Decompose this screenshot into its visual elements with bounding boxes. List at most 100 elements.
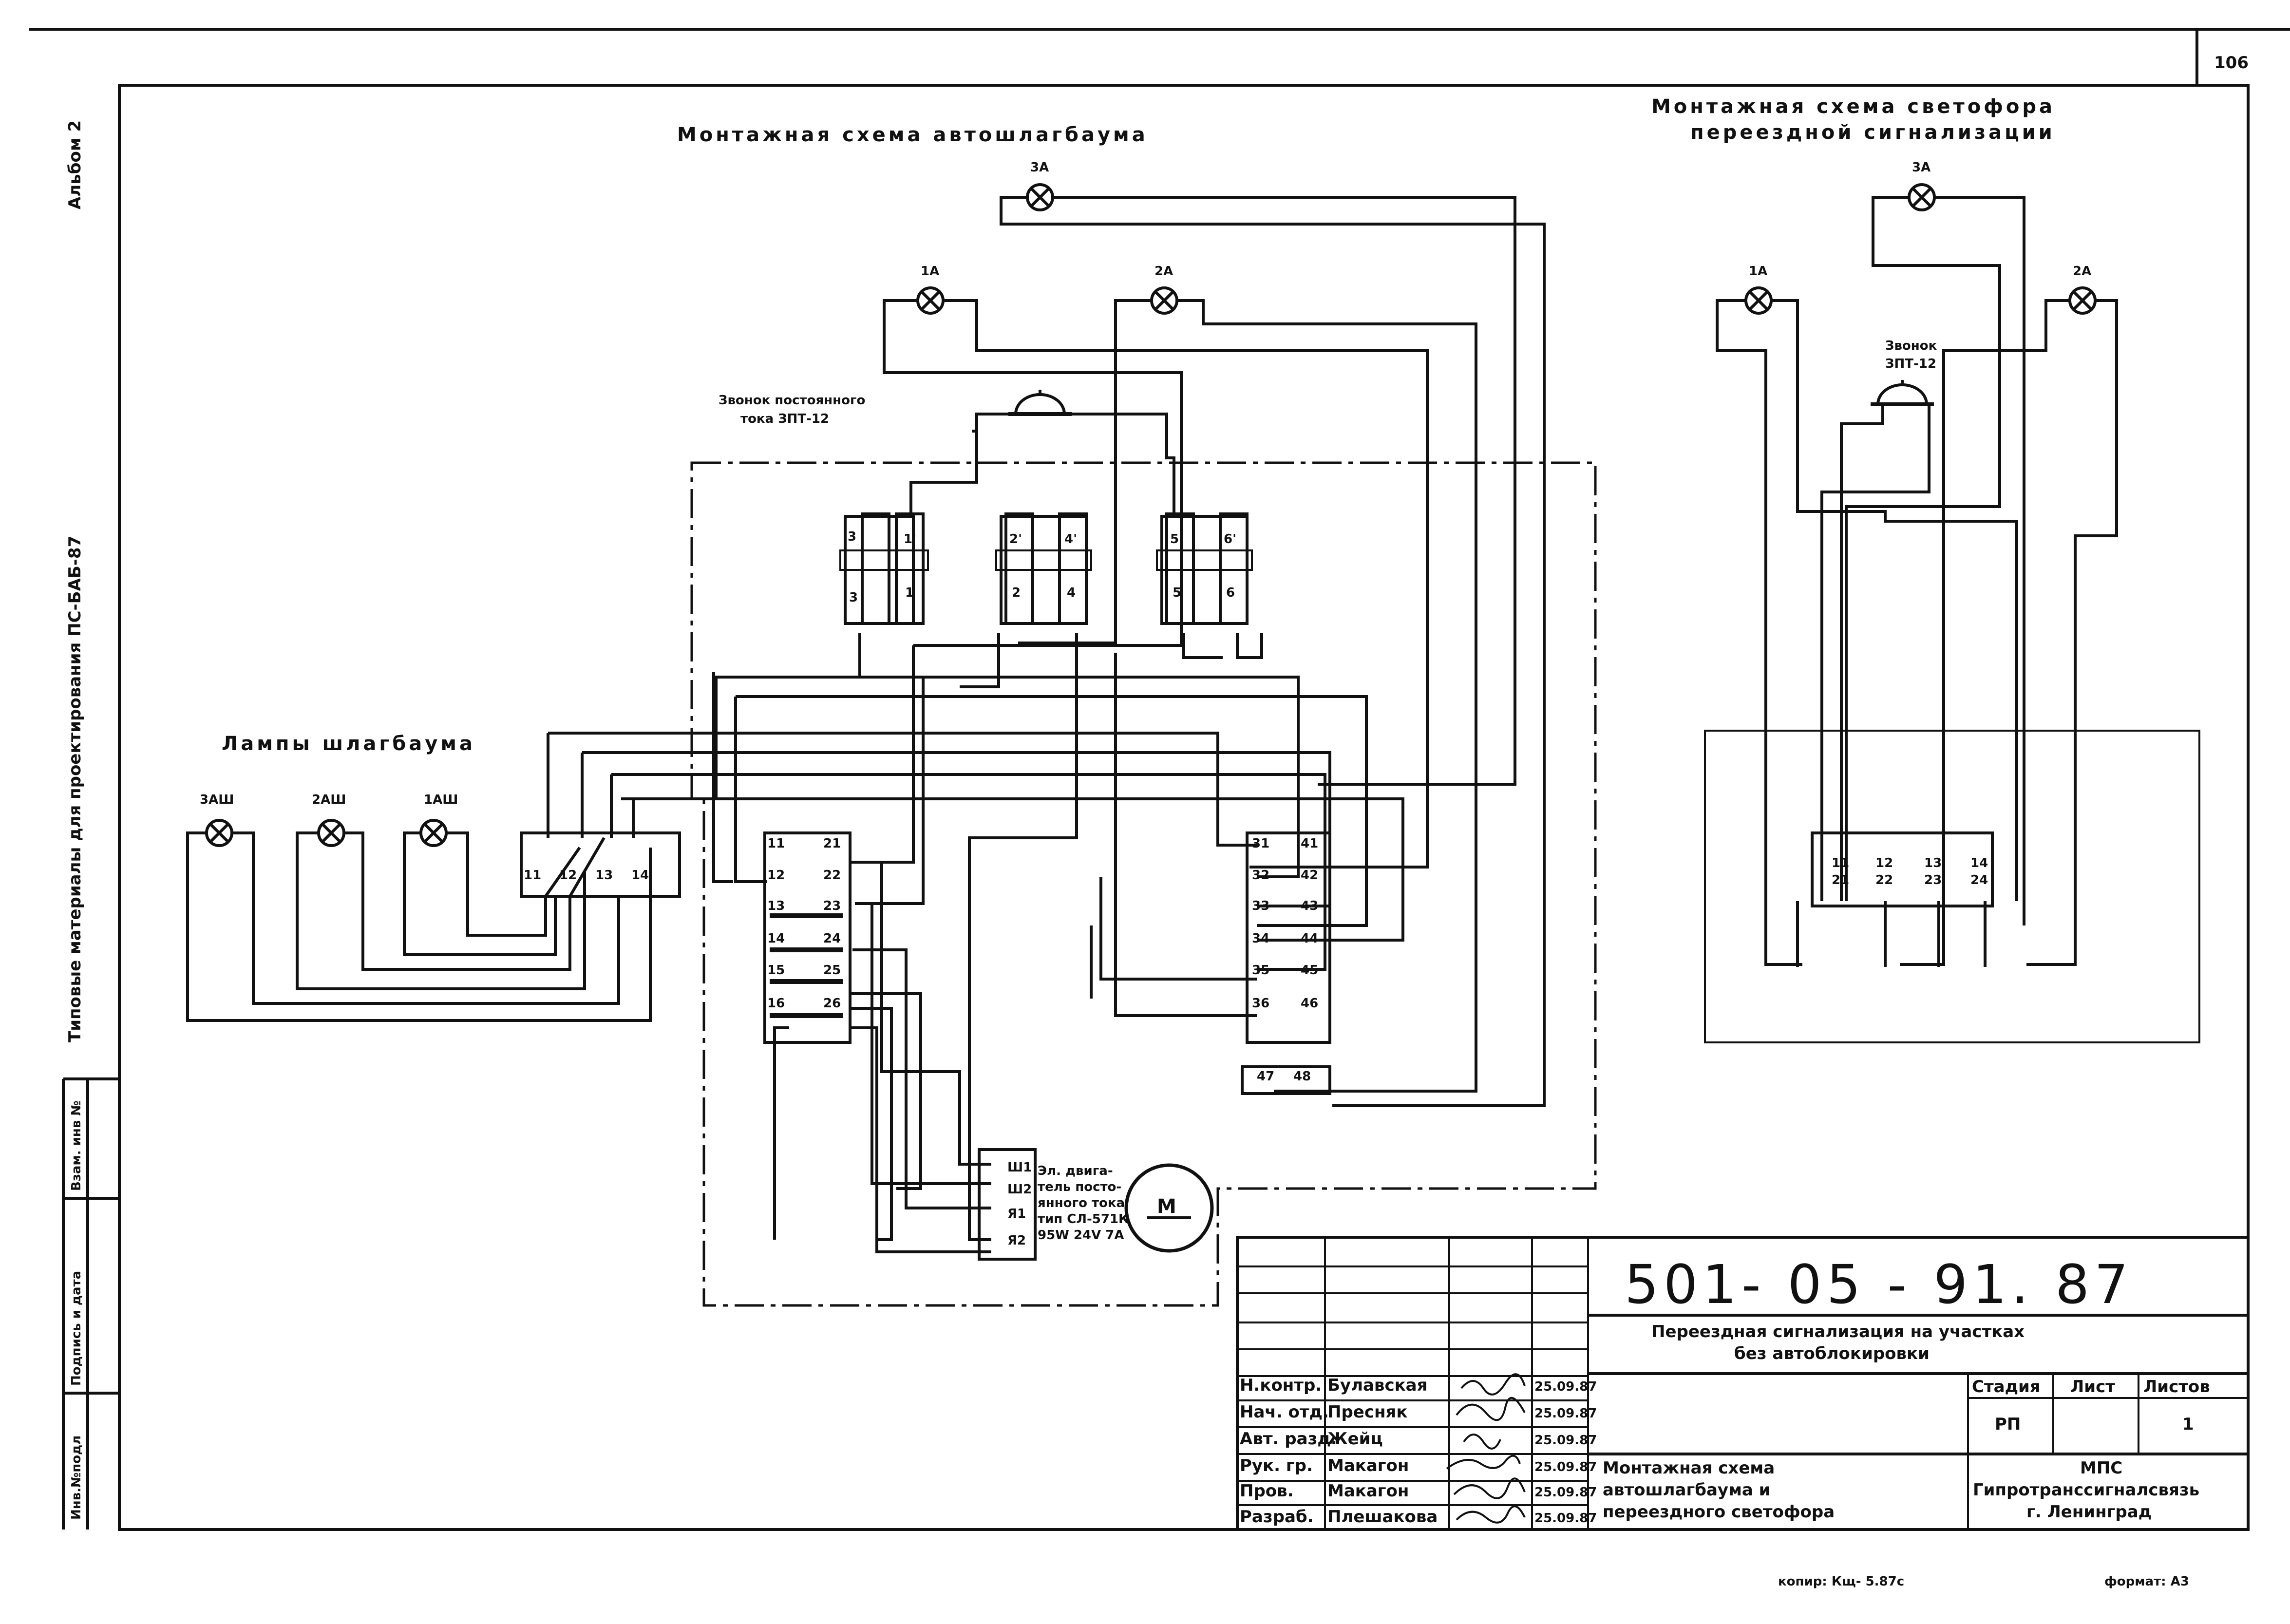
format-mark: формат: А3	[2104, 1574, 2189, 1589]
stage-value: РП	[1995, 1415, 2021, 1434]
project-title-2: без автоблокировки	[1734, 1344, 1930, 1363]
sheet-head: Лист	[2070, 1377, 2115, 1397]
role-2-name: Пресняк	[1327, 1402, 1407, 1422]
tb-left-12: 12	[767, 868, 785, 883]
lamp-3ash	[207, 820, 232, 846]
barrier-title: Монтажная схема автошлагбаума	[677, 124, 1148, 146]
tb-right-46: 46	[1301, 996, 1318, 1011]
contact-4-bottom: 4	[1067, 585, 1076, 600]
tb-right-44: 44	[1301, 931, 1318, 946]
terminal-block-small	[1241, 1065, 1331, 1095]
org-2: Гипротранссигналсвязь	[1973, 1480, 2199, 1500]
role-4: Рук. гр.	[1240, 1456, 1313, 1475]
sig-term-23: 23	[1924, 873, 1942, 888]
strip-term-13: 13	[595, 868, 613, 883]
contact-1-bottom: 1	[905, 585, 914, 600]
tb-right-35: 35	[1252, 963, 1269, 978]
sig-term-24: 24	[1970, 873, 1988, 888]
stage-head: Стадия	[1972, 1377, 2041, 1397]
role-2: Нач. отд.	[1240, 1402, 1329, 1422]
field-inv-label: Инв.№подл	[69, 1435, 84, 1520]
lamp-3a-label: 3А	[1030, 160, 1049, 175]
org-3: г. Ленинград	[2026, 1502, 2152, 1522]
tb-small-47: 47	[1257, 1069, 1274, 1084]
role-3-name: Жейц	[1327, 1429, 1383, 1449]
terminal-block-right-labels: 31 32 33 34 35 36 41 42 43 44 45 46	[1252, 836, 1318, 1011]
contact-5-top: 5'	[1170, 532, 1183, 547]
tb-right-31: 31	[1252, 836, 1269, 851]
tb-left-13: 13	[767, 899, 785, 913]
tb-left-15: 15	[767, 963, 785, 978]
sheets-head: Листов	[2143, 1377, 2210, 1397]
role-1-name: Булавская	[1327, 1376, 1427, 1395]
tb-left-25: 25	[823, 963, 841, 978]
album-label: Альбом 2	[65, 120, 85, 209]
page-number: 106	[2214, 53, 2249, 73]
contact-3-bottom: 3	[849, 590, 858, 605]
role-2-date: 25.09.87	[1534, 1406, 1597, 1421]
tb-right-43: 43	[1301, 899, 1318, 913]
role-1: Н.контр.	[1240, 1376, 1322, 1395]
motor-desc-2: тель посто-	[1038, 1180, 1121, 1194]
copy-mark: копир: Кщ- 5.87с	[1778, 1574, 1904, 1589]
drawing-code: 501- 05 - 91. 87	[1625, 1253, 2133, 1316]
tb-right-45: 45	[1301, 963, 1318, 978]
motor-term-ya1: Я1	[1007, 1207, 1026, 1221]
tb-right-36: 36	[1252, 996, 1269, 1011]
tb-left-14: 14	[767, 931, 785, 946]
motor-term-ya2: Я2	[1007, 1233, 1026, 1248]
role-3-date: 25.09.87	[1534, 1433, 1597, 1448]
signal-lamp-3a	[1909, 185, 1934, 210]
barrier-lamps-wiring	[186, 733, 652, 1022]
bell-label-2: тока ЗПТ-12	[740, 412, 829, 426]
barrier-wiring	[548, 196, 1546, 1253]
signal-lamp-1a	[1746, 288, 1771, 313]
tb-right-42: 42	[1301, 868, 1318, 883]
lamp-terminal-strip	[520, 831, 681, 898]
tb-small-48: 48	[1293, 1069, 1311, 1084]
org-1: МПС	[2080, 1458, 2122, 1478]
motor-term-sh1: Ш1	[1007, 1160, 1032, 1175]
lamp-2ash	[319, 820, 344, 846]
motor-desc-4: тип СЛ-571К	[1038, 1212, 1129, 1227]
sig-term-12: 12	[1875, 856, 1893, 870]
role-1-date: 25.09.87	[1534, 1379, 1597, 1394]
strip-term-12: 12	[559, 868, 577, 883]
role-6-date: 25.09.87	[1534, 1511, 1597, 1526]
tb-left-11: 11	[767, 836, 785, 851]
signal-lamp-3a-label: 3А	[1912, 160, 1930, 175]
contact-3-top: 3	[848, 529, 856, 544]
terminal-block-right	[1246, 831, 1331, 1044]
tb-left-26: 26	[823, 996, 841, 1011]
role-6: Разраб.	[1240, 1507, 1314, 1527]
signal-title-2: переездной сигнализации	[1690, 121, 2055, 144]
sig-term-14: 14	[1970, 856, 1988, 870]
motor-desc-3: янного тока	[1038, 1196, 1125, 1210]
terminal-block-left-bars	[770, 913, 843, 1018]
drawing-title-1: Монтажная схема	[1603, 1458, 1775, 1478]
tb-left-16: 16	[767, 996, 785, 1011]
role-4-date: 25.09.87	[1534, 1460, 1597, 1474]
role-5-name: Макагон	[1327, 1481, 1409, 1501]
drawing-title-3: переездного светофора	[1603, 1502, 1835, 1522]
signal-terminal-block	[1811, 831, 1994, 907]
lamp-1a-label: 1А	[921, 264, 939, 279]
sig-term-22: 22	[1875, 873, 1893, 888]
lamp-2ash-label: 2АШ	[312, 793, 346, 807]
role-5: Пров.	[1240, 1481, 1294, 1501]
sheet-frame	[29, 28, 2290, 1531]
sig-term-11: 11	[1832, 856, 1849, 870]
field-sign-label: Подпись и дата	[69, 1271, 84, 1386]
project-title-1: Переездная сигнализация на участках	[1651, 1322, 2025, 1341]
tb-left-24: 24	[823, 931, 841, 946]
motor-symbol: М	[1157, 1195, 1179, 1218]
sheets-value: 1	[2182, 1415, 2194, 1434]
contact-1-top: 1'	[904, 532, 916, 547]
motor-term-sh2: Ш2	[1007, 1182, 1032, 1197]
contact-5-bottom: 5	[1173, 585, 1181, 600]
signal-cabinet-outline	[1704, 730, 2200, 1043]
role-6-name: Плешакова	[1327, 1507, 1438, 1527]
lamp-2a	[1152, 288, 1177, 313]
terminal-block-left-labels: 11 12 13 14 15 16 21 22 23 24 25 26	[767, 836, 841, 1011]
